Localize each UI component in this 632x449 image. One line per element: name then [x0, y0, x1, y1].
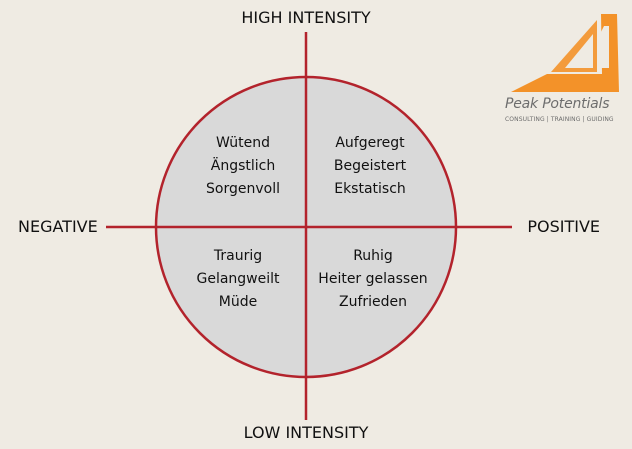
emotion-label: Ruhig — [353, 248, 393, 264]
emotion-label: Begeistert — [333, 158, 407, 174]
quadrant-high-negative: Wütend Ängstlich Sorgenvoll — [168, 132, 318, 201]
emotion-label: Heiter gelassen — [318, 271, 428, 287]
emotion-label: Aufgeregt — [335, 135, 405, 151]
emotion-label: Sorgenvoll — [206, 181, 280, 197]
emotion-label: Ekstatisch — [334, 181, 406, 197]
axis-label-high-intensity: HIGH INTENSITY — [241, 8, 371, 27]
emotion-label: Traurig — [213, 248, 263, 264]
quadrant-low-negative: Traurig Gelangweilt Müde — [163, 245, 313, 314]
emotion-label: Wütend — [215, 135, 271, 151]
logo-tagline: CONSULTING | TRAINING | GUIDING — [505, 116, 614, 123]
peak-potentials-logo: Peak Potentials CONSULTING | TRAINING | … — [505, 12, 625, 127]
axis-label-negative: NEGATIVE — [18, 217, 98, 236]
logo-name: Peak Potentials — [505, 96, 610, 112]
axis-label-low-intensity: LOW INTENSITY — [243, 423, 369, 442]
emotion-label: Ängstlich — [210, 158, 276, 174]
emotion-label: Zufrieden — [338, 294, 408, 310]
emotion-label: Gelangweilt — [196, 271, 280, 287]
emotion-label: Müde — [218, 294, 258, 310]
quadrant-low-positive: Ruhig Heiter gelassen Zufrieden — [298, 245, 448, 314]
triangle-icon — [511, 14, 619, 92]
axis-label-positive: POSITIVE — [527, 217, 600, 236]
quadrant-high-positive: Aufgeregt Begeistert Ekstatisch — [295, 132, 445, 201]
